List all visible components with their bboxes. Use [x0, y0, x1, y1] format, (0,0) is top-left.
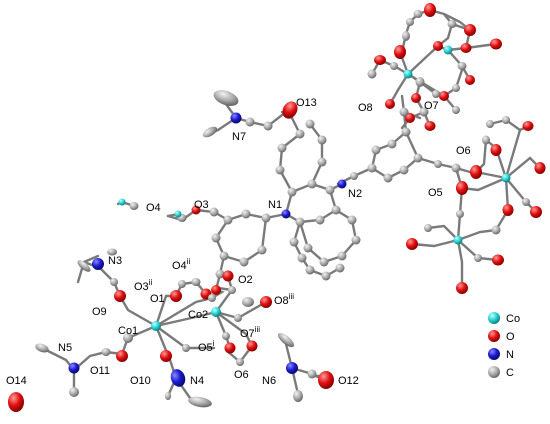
label-Co1: Co1 — [118, 325, 138, 337]
label-O9: O9 — [92, 306, 107, 318]
legend-item-c: C — [488, 366, 514, 379]
label-O3ii: O3ii — [134, 278, 152, 293]
label-O7: O7 — [424, 100, 439, 112]
label-N1: N1 — [268, 199, 282, 211]
atom-labels: O13 N7 O8 O7 O6 O5 N2 N1 O4 O3 N3 O4ii O… — [6, 97, 471, 387]
svg-text:Co: Co — [506, 313, 520, 325]
label-N3: N3 — [108, 255, 122, 267]
label-O5-right: O5 — [428, 187, 443, 199]
label-O7iii: O7iii — [240, 325, 260, 340]
label-O11: O11 — [90, 365, 110, 377]
legend: Co O N C — [488, 312, 520, 379]
label-O14: O14 — [6, 375, 27, 387]
label-N7: N7 — [232, 131, 246, 143]
label-O6-right: O6 — [456, 145, 471, 157]
label-O8iii: O8iii — [274, 292, 294, 307]
atoms — [8, 3, 546, 412]
label-O12: O12 — [338, 375, 359, 387]
svg-text:O: O — [506, 331, 515, 343]
label-O5i: O5i — [198, 339, 215, 354]
label-O4: O4 — [146, 202, 161, 214]
label-N2: N2 — [348, 188, 362, 200]
legend-item-o: O — [488, 330, 515, 343]
label-O10: O10 — [130, 375, 151, 387]
label-O2: O2 — [238, 274, 253, 286]
label-O4ii: O4ii — [172, 257, 190, 272]
label-Co2: Co2 — [188, 309, 208, 321]
label-O3: O3 — [194, 199, 209, 211]
label-N4: N4 — [190, 375, 204, 387]
svg-text:C: C — [506, 367, 514, 379]
label-N5: N5 — [58, 342, 72, 354]
label-O1: O1 — [150, 293, 165, 305]
legend-item-n: N — [488, 348, 514, 361]
label-O13: O13 — [296, 97, 317, 109]
label-O6-lower: O6 — [234, 369, 249, 381]
svg-text:N: N — [506, 349, 514, 361]
label-N6: N6 — [262, 375, 276, 387]
label-O8: O8 — [358, 102, 373, 114]
legend-item-co: Co — [488, 312, 520, 325]
